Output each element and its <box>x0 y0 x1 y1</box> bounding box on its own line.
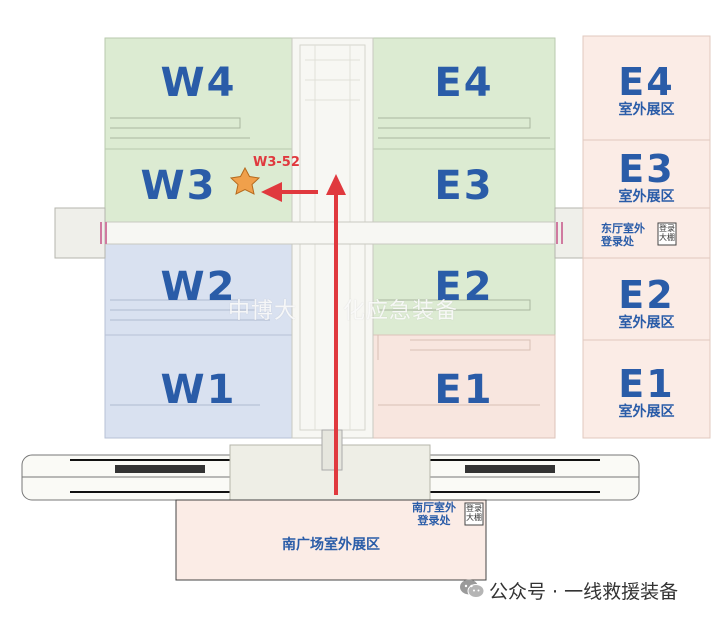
outdoor-e4-code: E4 <box>618 60 675 104</box>
hall-w3-label: W3 <box>140 163 217 209</box>
east-registration-line2: 登录处 <box>601 235 634 248</box>
wechat-credit: 公众号 · 一线救援装备 <box>459 575 719 605</box>
outdoor-e3-area <box>582 139 711 209</box>
hall-w4-label: W4 <box>160 60 237 106</box>
outdoor-e1[interactable]: E1 室外展区 <box>583 340 710 438</box>
hall-e2-label: E2 <box>434 264 494 310</box>
hall-w1-label: W1 <box>160 367 237 413</box>
hall-e2[interactable]: E2 <box>373 244 555 335</box>
outdoor-e1-sub: 室外展区 <box>618 404 675 420</box>
hall-w4-area <box>104 37 293 150</box>
south-registration-line2: 登录处 <box>417 514 451 527</box>
wechat-prefix: 公众号 · <box>489 581 565 603</box>
wechat-account-name: 一线救援装备 <box>564 581 679 603</box>
hall-w3-area <box>104 148 293 223</box>
outdoor-e2-area <box>582 257 711 341</box>
hall-w1-area <box>104 334 293 439</box>
hall-e4-label: E4 <box>434 60 494 106</box>
hall-e1-label: E1 <box>434 367 494 413</box>
hall-e3-label: E3 <box>434 163 494 209</box>
outdoor-east-reg-area <box>582 207 711 259</box>
east-registration: 东厅室外 登录处 <box>601 222 645 248</box>
cross-corridor <box>54 221 586 245</box>
outdoor-e3-code: E3 <box>618 147 675 191</box>
hall-e1[interactable]: E1 <box>373 335 555 438</box>
east-registration-line1: 东厅室外 <box>601 222 645 235</box>
outdoor-e1-code: E1 <box>618 362 675 406</box>
hall-e3[interactable]: E3 <box>373 149 555 222</box>
hall-w2[interactable]: W2 <box>105 244 292 335</box>
hall-w3[interactable]: W3 <box>105 149 292 222</box>
outdoor-e3[interactable]: E3 室外展区 <box>583 140 710 208</box>
south-registration: 南厅室外 登录处 <box>412 501 456 527</box>
hall-w2-label: W2 <box>160 264 237 310</box>
east-registration-tent: 登录大棚 <box>659 224 675 242</box>
outdoor-e2[interactable]: E2 室外展区 <box>583 258 710 340</box>
watermark-text: 中博大 化应急装备 <box>228 299 459 324</box>
booth-label: W3-52 <box>253 155 300 170</box>
hall-e3-area <box>372 148 556 223</box>
wechat-icon <box>460 579 485 598</box>
outdoor-e4[interactable]: E4 室外展区 <box>583 36 710 140</box>
hall-e4-area <box>372 37 556 150</box>
hall-e4[interactable]: E4 <box>373 38 555 149</box>
booth-star-marker <box>229 166 261 195</box>
south-registration-tent: 登录大棚 <box>466 504 482 522</box>
hall-w4[interactable]: W4 <box>105 38 292 149</box>
south-plaza-area <box>175 499 487 581</box>
outdoor-e4-area <box>582 35 711 141</box>
outdoor-e1-area <box>582 339 711 439</box>
outdoor-e2-code: E2 <box>618 273 675 317</box>
outdoor-e3-sub: 室外展区 <box>618 189 675 205</box>
outdoor-e2-sub: 室外展区 <box>618 315 675 331</box>
south-plaza-label: 南广场室外展区 <box>282 537 380 553</box>
outdoor-e4-sub: 室外展区 <box>618 102 675 118</box>
hall-w1[interactable]: W1 <box>105 335 292 438</box>
hall-e1-area <box>372 334 556 439</box>
south-registration-line1: 南厅室外 <box>412 501 456 514</box>
